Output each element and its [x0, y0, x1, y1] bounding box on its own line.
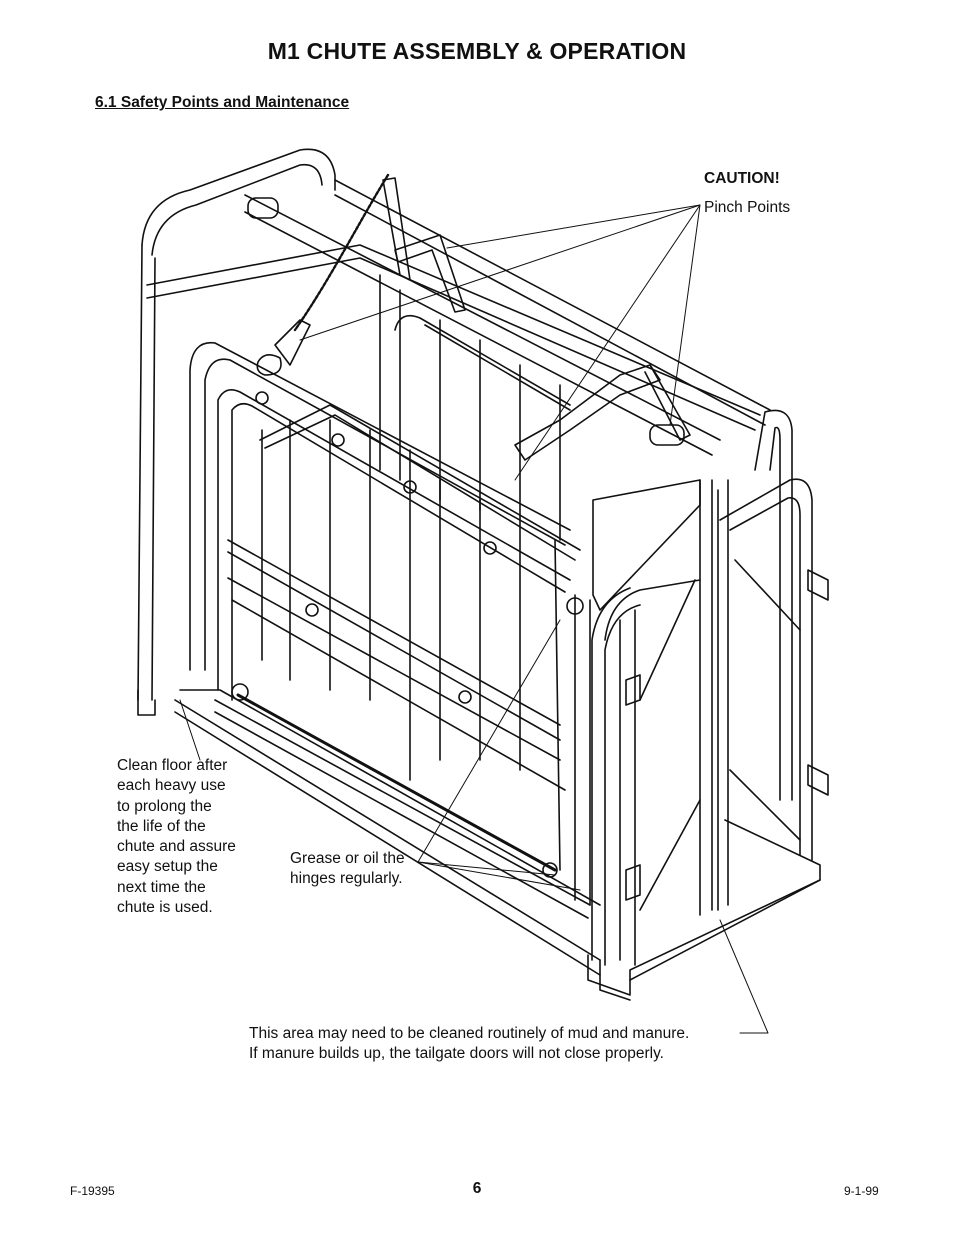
cleaning-area-note: This area may need to be cleaned routine…	[249, 1025, 690, 1063]
side-gate	[189, 341, 591, 919]
pinch-points-label: Pinch Points	[704, 199, 791, 216]
caution-label: CAUTION!	[704, 170, 780, 187]
revision-date: 9-1-99	[844, 1184, 879, 1198]
lever-mechanism	[256, 173, 691, 461]
grease-hinges-note: Grease or oil the hinges regularly.	[290, 850, 405, 888]
page-number: 6	[472, 1180, 482, 1197]
document-number: F-19395	[70, 1184, 115, 1198]
base-frame	[137, 689, 821, 1001]
section-heading: 6.1 Safety Points and Maintenance	[95, 94, 350, 111]
callout-leaders	[179, 204, 769, 1034]
page-title: M1 CHUTE ASSEMBLY & OPERATION	[267, 38, 687, 64]
rear-slats	[379, 274, 571, 541]
hinge-knobs	[231, 391, 584, 878]
tailgate	[574, 409, 829, 966]
rear-frame	[137, 148, 771, 701]
clean-floor-note: Clean floor after each heavy use to prol…	[117, 757, 236, 917]
